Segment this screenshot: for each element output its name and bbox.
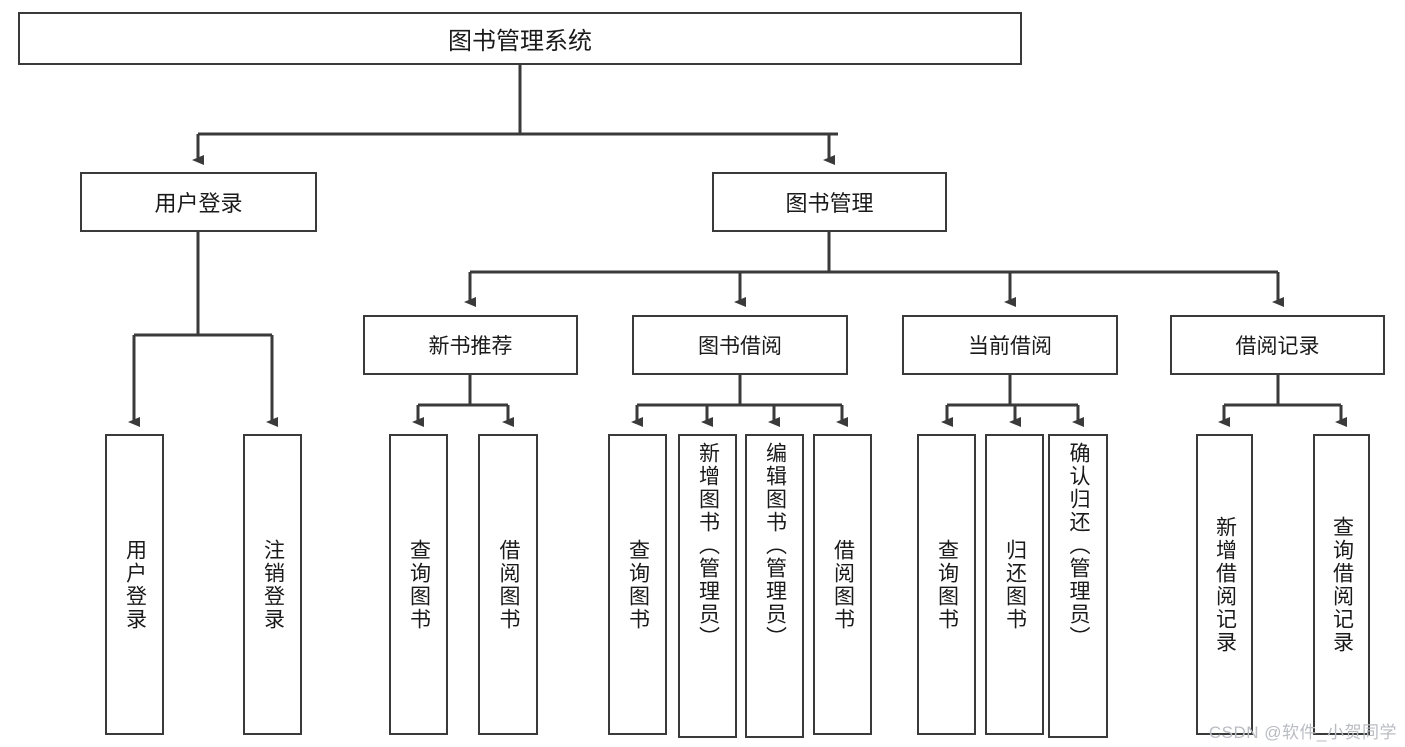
node-root[interactable]: 图书管理系统 <box>18 12 1022 65</box>
node-leaf-edit-book-label: 编辑图书（管理员） <box>763 442 787 649</box>
node-borrow-record[interactable]: 借阅记录 <box>1170 315 1385 375</box>
watermark: CSDN @软件_小贺同学 <box>1208 723 1397 742</box>
node-current-borrow-label: 当前借阅 <box>968 335 1052 358</box>
node-leaf-query-book-3-label: 查询图书 <box>935 538 959 631</box>
node-new-book-rec-label: 新书推荐 <box>428 335 513 358</box>
node-leaf-query-record[interactable]: 查询借阅记录 <box>1313 434 1370 735</box>
node-leaf-return-book[interactable]: 归还图书 <box>985 434 1044 735</box>
node-new-book-rec[interactable]: 新书推荐 <box>363 315 578 375</box>
node-leaf-user-login-label: 用户登录 <box>123 538 147 631</box>
node-user-login-label: 用户登录 <box>154 191 243 216</box>
node-book-manage-label: 图书管理 <box>785 191 874 216</box>
node-leaf-query-book-3[interactable]: 查询图书 <box>917 434 976 735</box>
node-root-label: 图书管理系统 <box>448 28 592 55</box>
node-leaf-borrow-book-1[interactable]: 借阅图书 <box>478 434 538 735</box>
node-leaf-confirm-return-label: 确认归还（管理员） <box>1067 442 1091 649</box>
node-borrow-record-label: 借阅记录 <box>1235 335 1320 358</box>
node-leaf-add-book-label: 新增图书（管理员） <box>696 442 720 649</box>
node-user-login[interactable]: 用户登录 <box>80 172 317 232</box>
node-leaf-query-record-label: 查询借阅记录 <box>1330 515 1354 654</box>
node-book-borrow[interactable]: 图书借阅 <box>632 315 848 375</box>
node-leaf-return-book-label: 归还图书 <box>1003 538 1027 631</box>
node-leaf-user-login[interactable]: 用户登录 <box>105 434 164 735</box>
node-leaf-add-book[interactable]: 新增图书（管理员） <box>678 434 737 738</box>
node-leaf-query-book-2[interactable]: 查询图书 <box>608 434 667 735</box>
node-leaf-query-book-2-label: 查询图书 <box>626 538 650 631</box>
node-leaf-logout-label: 注销登录 <box>261 538 285 631</box>
node-leaf-borrow-book-2-label: 借阅图书 <box>831 538 855 631</box>
node-leaf-query-book-1[interactable]: 查询图书 <box>389 434 448 735</box>
node-current-borrow[interactable]: 当前借阅 <box>902 315 1118 375</box>
node-leaf-confirm-return[interactable]: 确认归还（管理员） <box>1048 434 1108 738</box>
node-leaf-query-book-1-label: 查询图书 <box>407 538 431 631</box>
node-book-manage[interactable]: 图书管理 <box>712 172 947 232</box>
node-leaf-borrow-book-2[interactable]: 借阅图书 <box>813 434 872 735</box>
node-leaf-add-record-label: 新增借阅记录 <box>1213 515 1237 654</box>
node-leaf-logout[interactable]: 注销登录 <box>243 434 302 735</box>
node-leaf-edit-book[interactable]: 编辑图书（管理员） <box>745 434 804 738</box>
node-book-borrow-label: 图书借阅 <box>698 335 782 358</box>
node-leaf-borrow-book-1-label: 借阅图书 <box>497 538 521 631</box>
node-leaf-add-record[interactable]: 新增借阅记录 <box>1196 434 1253 735</box>
